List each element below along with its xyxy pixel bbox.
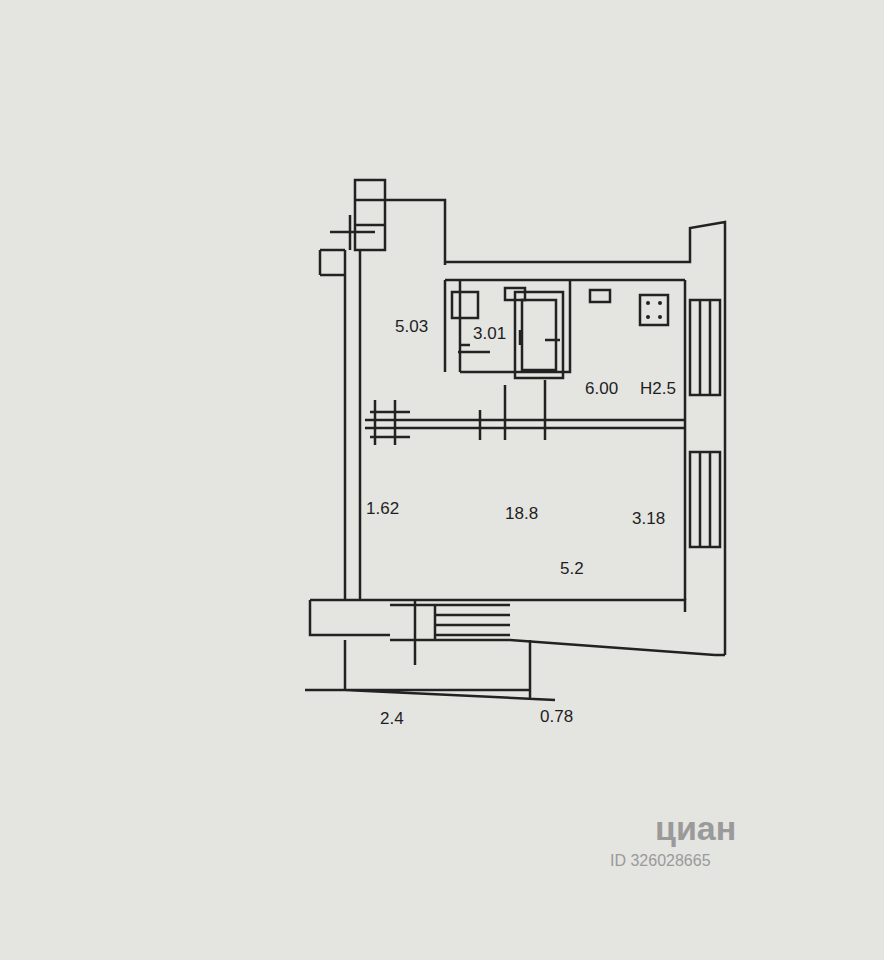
- bath-dots: [646, 301, 662, 319]
- dimension-label: 1.62: [366, 500, 399, 519]
- area-label: 18.8: [505, 505, 538, 524]
- area-label: 5.03: [395, 318, 428, 337]
- dimension-label: 2.4: [380, 710, 404, 729]
- dimension-label: 0.78: [540, 708, 573, 727]
- watermark-id: ID 326028665: [610, 852, 711, 870]
- dimension-label: 3.18: [632, 510, 665, 529]
- watermark: циан: [655, 810, 736, 847]
- height-label: H2.5: [640, 380, 676, 399]
- area-label: 6.00: [585, 380, 618, 399]
- dimension-label: 5.2: [560, 560, 584, 579]
- walls: [305, 180, 725, 700]
- area-label: 3.01: [473, 325, 506, 344]
